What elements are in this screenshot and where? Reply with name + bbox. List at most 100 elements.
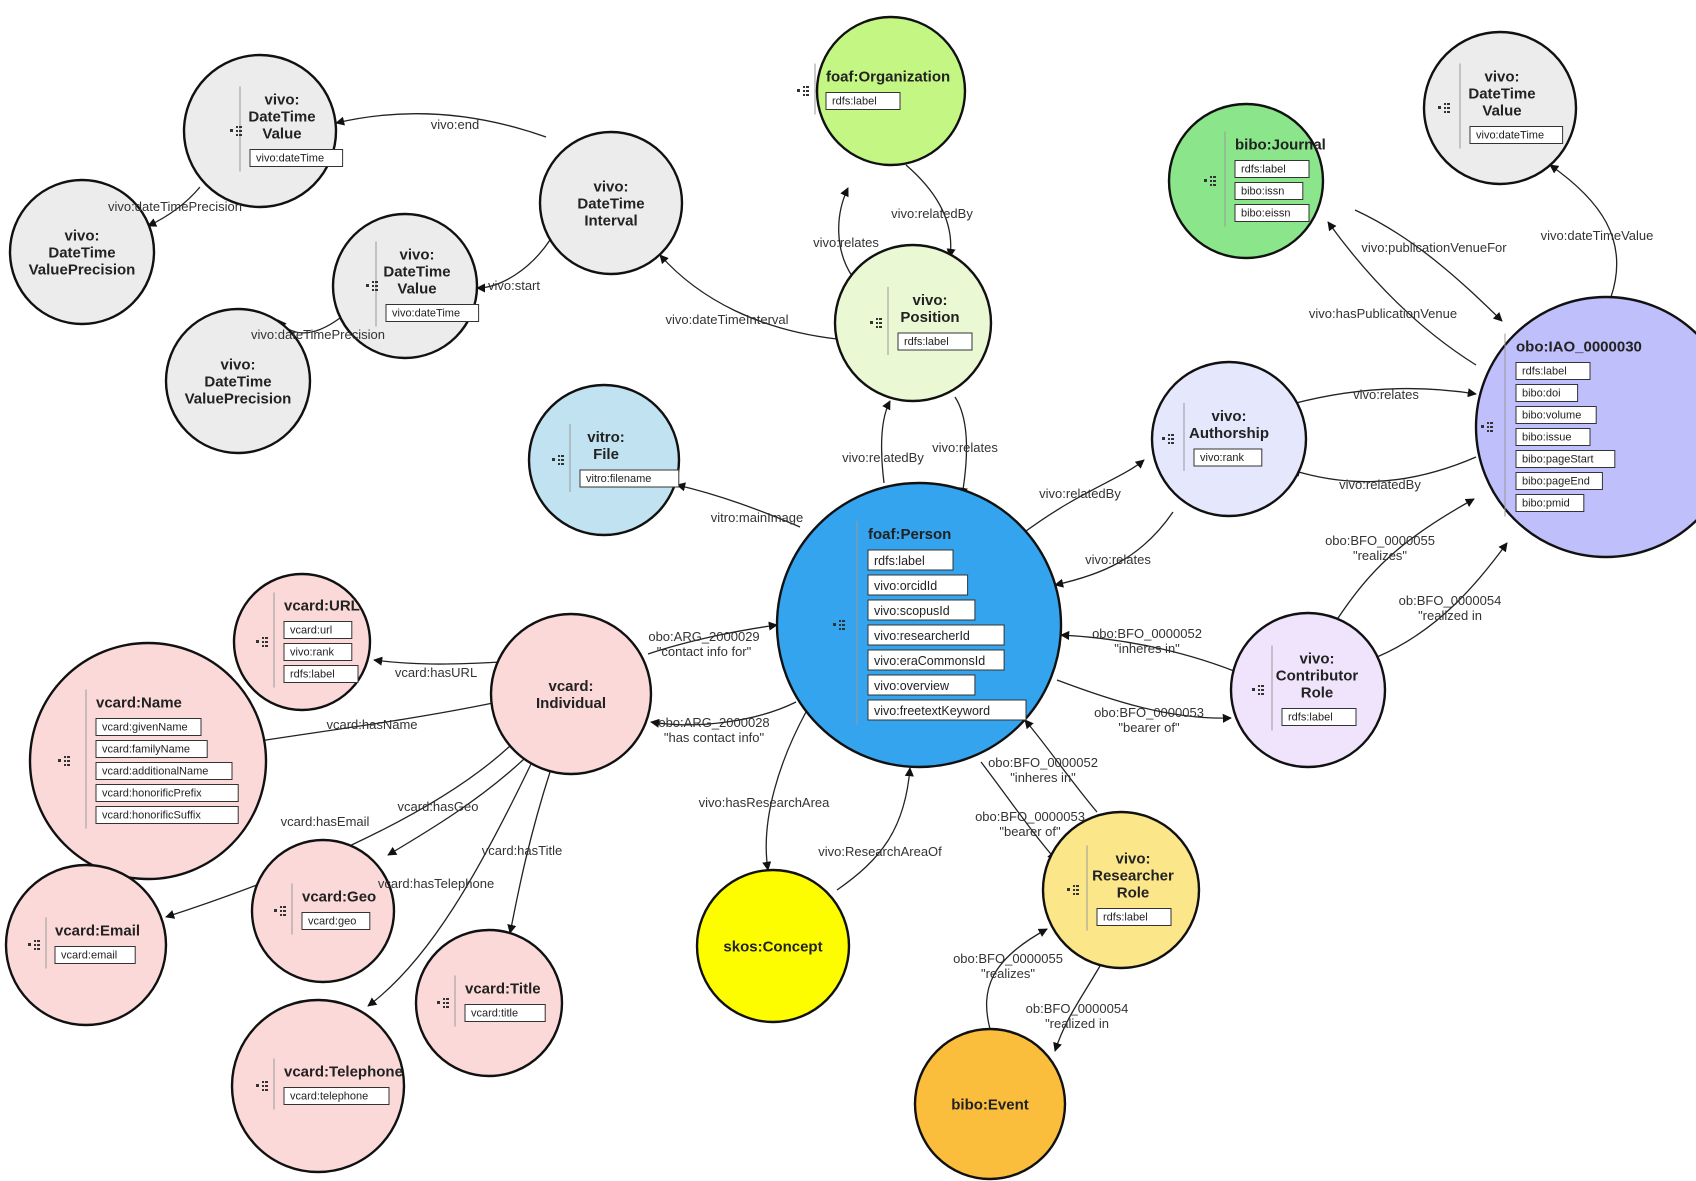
node-title: Contributor xyxy=(1276,668,1359,685)
node-circle[interactable] xyxy=(913,1027,1067,1181)
node-circle[interactable] xyxy=(4,863,168,1027)
property-label: bibo:pageEnd xyxy=(1522,476,1590,488)
list-icon[interactable] xyxy=(230,126,242,136)
node-circle[interactable] xyxy=(250,838,396,984)
edge-e31 xyxy=(836,767,914,891)
node-title: skos:Concept xyxy=(723,939,822,956)
node-vind[interactable]: vcard:Individual xyxy=(489,612,653,776)
list-icon[interactable] xyxy=(366,281,378,291)
property-box xyxy=(867,674,976,696)
node-circle[interactable] xyxy=(538,130,684,276)
list-icon[interactable] xyxy=(1204,176,1216,186)
property-label: vcard:url xyxy=(290,625,332,637)
list-icon[interactable] xyxy=(1438,103,1450,113)
node-title: ValuePrecision xyxy=(29,262,136,279)
edge-label: vcard:hasTelephone xyxy=(378,876,494,891)
node-title: Value xyxy=(1482,103,1521,120)
list-icon[interactable] xyxy=(437,998,449,1008)
list-icon[interactable] xyxy=(1162,434,1174,444)
node-circle[interactable] xyxy=(527,383,681,537)
node-circle[interactable] xyxy=(1150,360,1308,518)
node-circle[interactable] xyxy=(833,243,993,403)
node-title: foaf:Organization xyxy=(826,69,950,86)
node-circle[interactable] xyxy=(489,612,653,776)
node-vgeo[interactable]: vcard:Geo vcard:geo xyxy=(250,838,396,984)
node-title: bibo:Event xyxy=(951,1097,1029,1114)
edge-label: "bearer of" xyxy=(999,824,1061,839)
node-circle[interactable] xyxy=(414,928,564,1078)
node-title: vivo: xyxy=(1484,69,1519,86)
list-icon[interactable] xyxy=(28,940,40,950)
list-icon[interactable] xyxy=(1252,685,1264,695)
edge-e11 xyxy=(1017,459,1145,538)
node-title: vivo: xyxy=(399,247,434,264)
node-circle[interactable] xyxy=(1474,295,1696,559)
node-circle[interactable] xyxy=(230,998,406,1174)
edge-label: vcard:hasTitle xyxy=(482,843,562,858)
property-box xyxy=(825,92,901,110)
edge-label: "inheres in" xyxy=(1114,641,1180,656)
edge-e24 xyxy=(373,656,501,666)
list-icon[interactable] xyxy=(1481,422,1493,432)
edge-label: obo:ARG_2000029 xyxy=(648,629,759,644)
edge-e13 xyxy=(1291,387,1477,405)
edge-label: vivo:end xyxy=(431,117,479,132)
property-label: vcard:additionalName xyxy=(102,766,208,778)
node-circle[interactable] xyxy=(164,307,312,455)
node-circle[interactable] xyxy=(695,868,851,1024)
list-icon[interactable] xyxy=(870,318,882,328)
node-event[interactable]: bibo:Event xyxy=(913,1027,1067,1181)
edge-label: "bearer of" xyxy=(1118,720,1180,735)
edge-label: vivo:dateTimePrecision xyxy=(251,327,385,342)
node-title: vcard:Geo xyxy=(302,889,376,906)
node-circle[interactable] xyxy=(1041,810,1201,970)
list-icon[interactable] xyxy=(1067,885,1079,895)
node-circle[interactable] xyxy=(232,572,372,712)
node-vname[interactable]: vcard:Namevcard:givenNamevcard:familyNam… xyxy=(28,641,268,881)
property-box xyxy=(1515,362,1591,380)
property-box xyxy=(95,718,202,736)
edge-label: vivo:relatedBy xyxy=(1039,486,1121,501)
edge-label: obo:BFO_0000052 xyxy=(1092,626,1202,641)
list-icon[interactable] xyxy=(274,906,286,916)
property-label: rdfs:label xyxy=(290,669,335,681)
node-circle[interactable] xyxy=(182,53,338,209)
node-circle[interactable] xyxy=(1422,30,1578,186)
node-circle[interactable] xyxy=(815,15,967,167)
edge-e27 xyxy=(387,758,525,856)
property-label: vivo:orcidId xyxy=(874,579,937,593)
list-icon[interactable] xyxy=(552,455,564,465)
node-circle[interactable] xyxy=(8,178,156,326)
list-icon[interactable] xyxy=(797,86,809,96)
node-journal[interactable]: bibo:Journalrdfs:labelbibo:issnbibo:eiss… xyxy=(1167,102,1326,260)
list-icon[interactable] xyxy=(256,637,268,647)
list-icon[interactable] xyxy=(58,756,70,766)
property-label: vcard:geo xyxy=(308,916,356,928)
edge-label: vivo:relates xyxy=(1085,552,1151,567)
node-person[interactable]: foaf:Personrdfs:labelvivo:orcidIdvivo:sc… xyxy=(775,481,1063,769)
node-circle[interactable] xyxy=(1167,102,1325,260)
property-box xyxy=(1193,448,1263,467)
list-icon[interactable] xyxy=(256,1081,268,1091)
node-skos[interactable]: skos:Concept xyxy=(695,868,851,1024)
node-iao[interactable]: obo:IAO_0000030rdfs:labelbibo:doibibo:vo… xyxy=(1474,295,1696,559)
edge-label: obo:BFO_0000055 xyxy=(1325,533,1435,548)
node-circle[interactable] xyxy=(1229,611,1387,769)
list-icon[interactable] xyxy=(833,620,845,630)
